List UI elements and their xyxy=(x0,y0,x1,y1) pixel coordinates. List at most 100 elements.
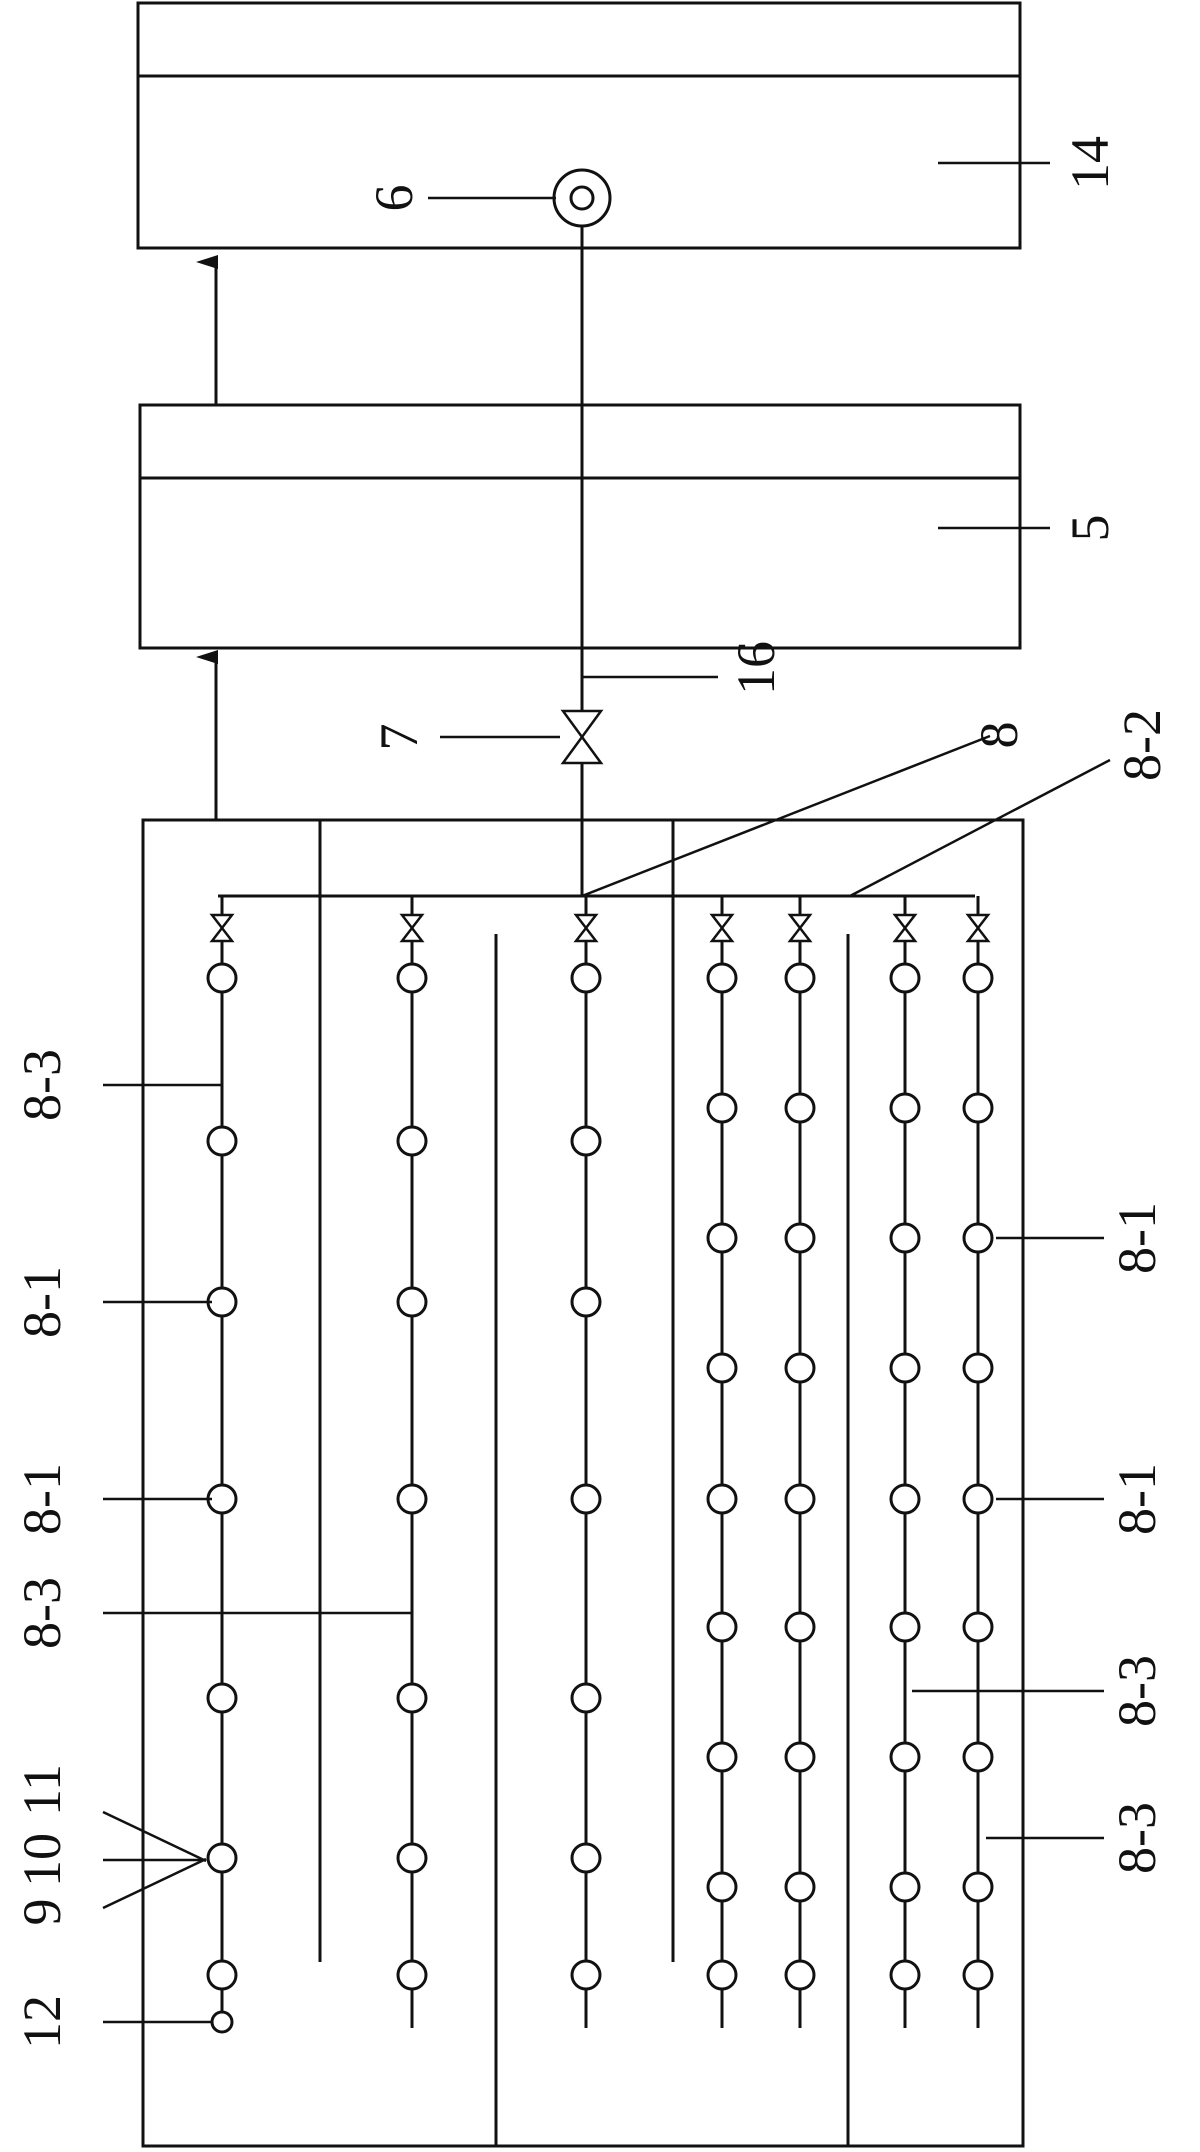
aeration-hole-icon xyxy=(706,1611,738,1643)
aeration-hole-icon xyxy=(962,1222,994,1254)
label-8: 8 xyxy=(969,722,1029,749)
gate-valve-icon xyxy=(787,913,813,931)
gate-valve-icon xyxy=(399,913,425,931)
label-8-1-right-a: 8-1 xyxy=(1107,1202,1167,1274)
aeration-hole-icon xyxy=(396,1682,428,1714)
aeration-hole-icon xyxy=(570,1959,602,1991)
label-5: 5 xyxy=(1060,515,1120,542)
aeration-hole-icon xyxy=(784,1959,816,1991)
aeration-hole-icon xyxy=(706,1092,738,1124)
aeration-hole-icon xyxy=(206,1842,238,1874)
aeration-hole-icon xyxy=(396,1125,428,1157)
aeration-hole-icon xyxy=(784,1483,816,1515)
label-14: 14 xyxy=(1060,136,1120,190)
aeration-hole-icon xyxy=(706,1352,738,1384)
aeration-hole-icon xyxy=(396,1842,428,1874)
gate-valve-icon xyxy=(209,913,235,931)
aeration-hole-icon xyxy=(570,1842,602,1874)
aeration-hole-icon xyxy=(570,1483,602,1515)
aeration-hole-icon xyxy=(206,1125,238,1157)
label-8-1-right-b: 8-1 xyxy=(1107,1463,1167,1535)
aeration-hole-icon xyxy=(889,1611,921,1643)
leader-lines xyxy=(102,161,1111,2024)
aeration-hole-icon xyxy=(706,962,738,994)
aeration-hole-icon xyxy=(889,1222,921,1254)
aeration-hole-icon xyxy=(962,1092,994,1124)
aeration-hole-icon xyxy=(962,1871,994,1903)
aeration-hole-icon xyxy=(962,1959,994,1991)
aeration-hole-icon xyxy=(706,1741,738,1773)
label-9: 9 xyxy=(12,1899,72,1926)
gate-valve-icon xyxy=(965,925,991,943)
aeration-hole-icon xyxy=(706,1871,738,1903)
aeration-hole-icon xyxy=(396,1959,428,1991)
aeration-hole-icon xyxy=(210,2010,234,2034)
aeration-hole-icon xyxy=(889,1741,921,1773)
gate-valve-icon xyxy=(209,925,235,943)
label-7: 7 xyxy=(369,724,429,751)
aeration-hole-icon xyxy=(889,1959,921,1991)
aeration-hole-icon xyxy=(962,962,994,994)
label-11: 11 xyxy=(12,1764,72,1816)
aeration-hole-icon xyxy=(784,1352,816,1384)
aeration-hole-icon xyxy=(962,1741,994,1773)
aeration-hole-icon xyxy=(889,1352,921,1384)
pump-icon xyxy=(552,168,612,228)
aeration-hole-icon xyxy=(396,1483,428,1515)
aeration-hole-icon xyxy=(706,1483,738,1515)
labels: 14 6 5 16 7 8 8-2 8-3 8-1 8-1 8-3 9 10 1… xyxy=(12,136,1172,2049)
branch-pipes xyxy=(206,896,994,2034)
label-8-3-top: 8-3 xyxy=(12,1049,72,1121)
label-8-1-b: 8-1 xyxy=(12,1463,72,1535)
aeration-hole-icon xyxy=(396,1286,428,1318)
aeration-hole-icon xyxy=(889,962,921,994)
aeration-hole-icon xyxy=(962,1611,994,1643)
label-8-3-right-b: 8-3 xyxy=(1107,1802,1167,1874)
gate-valve-icon xyxy=(399,925,425,943)
gate-valve-icon xyxy=(709,913,735,931)
gate-valve-icon xyxy=(560,709,604,765)
gate-valve-icon xyxy=(892,913,918,931)
aeration-hole-icon xyxy=(889,1092,921,1124)
aeration-hole-icon xyxy=(570,1682,602,1714)
aeration-hole-icon xyxy=(570,962,602,994)
aeration-hole-icon xyxy=(706,1959,738,1991)
aeration-hole-icon xyxy=(206,1959,238,1991)
label-8-2: 8-2 xyxy=(1112,709,1172,781)
main-basin xyxy=(141,818,1025,2148)
aeration-hole-icon xyxy=(396,962,428,994)
label-6: 6 xyxy=(364,185,424,212)
gate-valve-icon xyxy=(787,925,813,943)
label-8-1-a: 8-1 xyxy=(12,1266,72,1338)
aeration-hole-icon xyxy=(206,1682,238,1714)
aeration-hole-icon xyxy=(784,1871,816,1903)
aeration-hole-icon xyxy=(889,1483,921,1515)
aeration-hole-icon xyxy=(784,1092,816,1124)
label-8-3-mid: 8-3 xyxy=(12,1577,72,1649)
aeration-hole-icon xyxy=(962,1352,994,1384)
label-16: 16 xyxy=(726,641,786,695)
aeration-hole-icon xyxy=(570,1286,602,1318)
aeration-hole-icon xyxy=(570,1125,602,1157)
gate-valve-icon xyxy=(709,925,735,943)
tank-5 xyxy=(138,403,1022,650)
aeration-hole-icon xyxy=(206,1483,238,1515)
gate-valve-icon xyxy=(573,913,599,931)
aeration-hole-icon xyxy=(784,1222,816,1254)
aeration-hole-icon xyxy=(706,1222,738,1254)
gate-valve-icon xyxy=(965,913,991,931)
aeration-hole-icon xyxy=(784,962,816,994)
aeration-hole-icon xyxy=(784,1611,816,1643)
label-8-3-right-a: 8-3 xyxy=(1107,1655,1167,1727)
aeration-hole-icon xyxy=(206,1286,238,1318)
aeration-hole-icon xyxy=(784,1741,816,1773)
aeration-hole-icon xyxy=(889,1871,921,1903)
aeration-hole-icon xyxy=(962,1483,994,1515)
label-10: 10 xyxy=(12,1833,72,1887)
aeration-hole-icon xyxy=(206,962,238,994)
label-12: 12 xyxy=(12,1995,72,2049)
gate-valve-icon xyxy=(892,925,918,943)
tank-14 xyxy=(136,1,1022,250)
gate-valve-icon xyxy=(573,925,599,943)
